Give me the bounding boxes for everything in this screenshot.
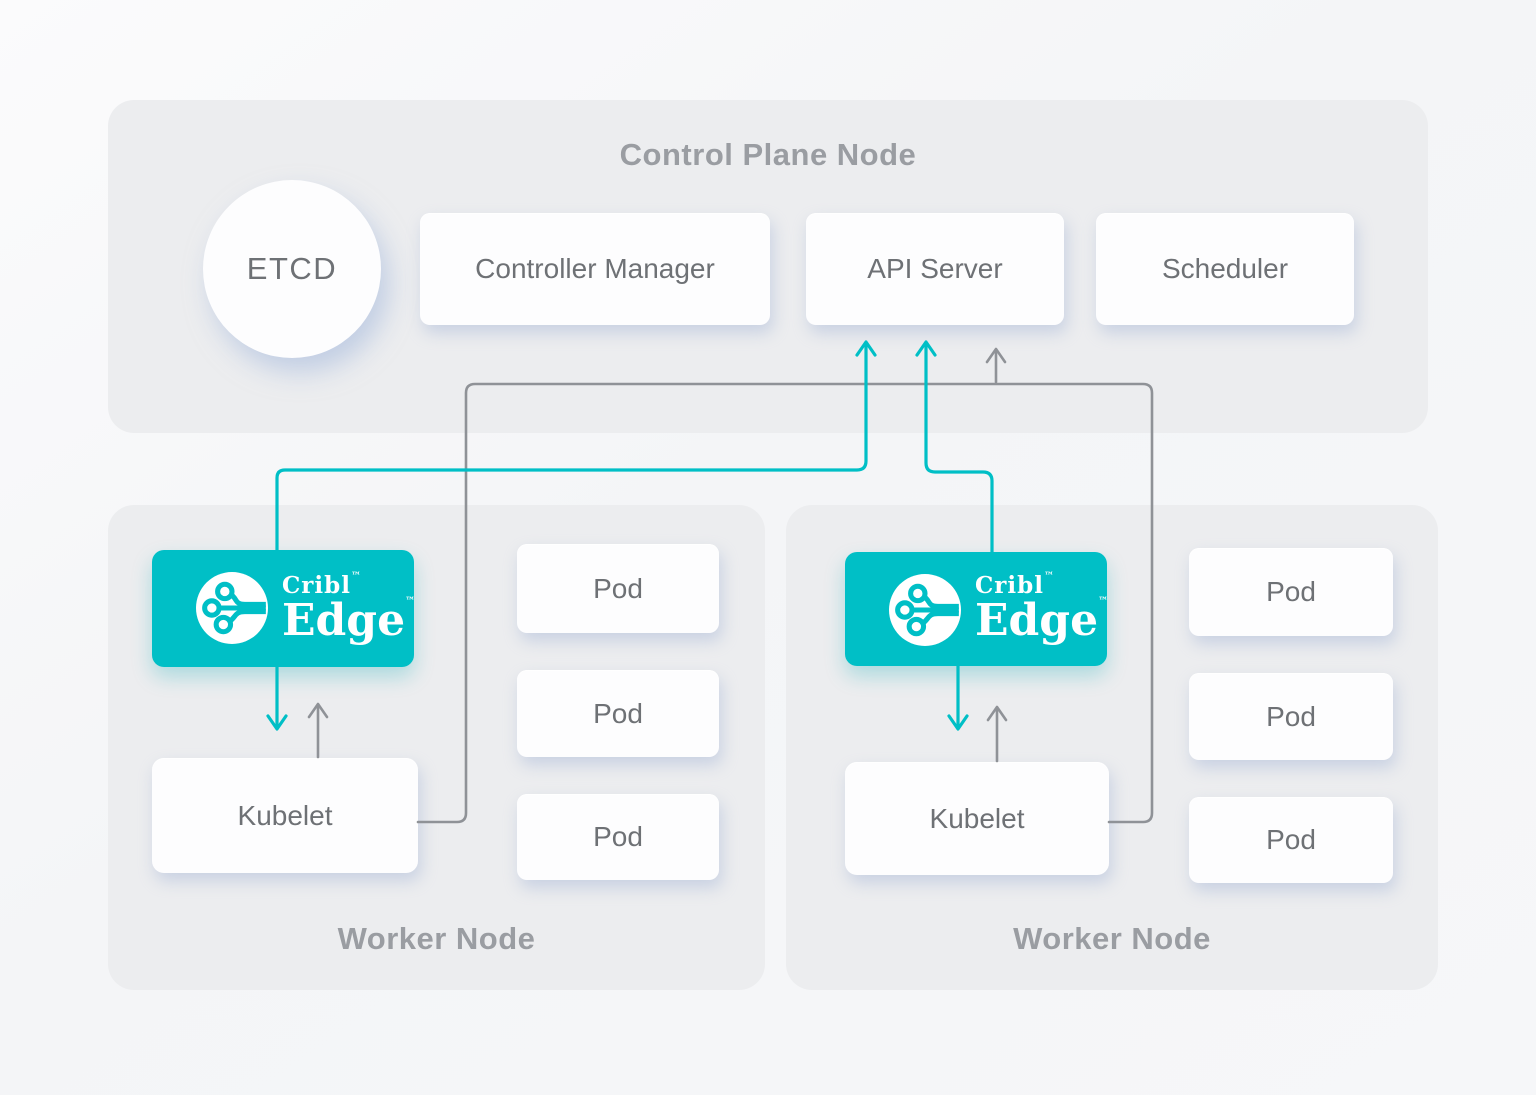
pod-label: Pod (1266, 576, 1316, 607)
cribl-edge-wordmark: Cribl™ Edge™ (282, 571, 416, 646)
kubelet-label: Kubelet (237, 799, 333, 831)
etcd-label: ETCD (246, 251, 338, 286)
pod-box: Pod (1189, 797, 1393, 883)
etcd-circle: ETCD (203, 180, 381, 358)
edge-product-trademark: ™ (1098, 596, 1109, 607)
controller-manager-box: Controller Manager (420, 213, 770, 325)
cribl-brand-trademark: ™ (350, 571, 362, 582)
cribl-edge-logo-icon (889, 574, 961, 646)
pod-label: Pod (593, 572, 643, 604)
cribl-edge-box-worker-1: Cribl™ Edge™ (152, 550, 416, 667)
api-server-label: API Server (867, 253, 1003, 284)
pod-box: Pod (1189, 548, 1393, 636)
pod-box: Pod (517, 544, 719, 633)
worker-node-2-title: Worker Node (1013, 921, 1211, 956)
pod-label: Pod (1266, 824, 1316, 855)
pod-label: Pod (1266, 700, 1316, 732)
cribl-brand-trademark: ™ (1043, 571, 1055, 582)
edge-product-text: Edge (975, 595, 1099, 646)
api-server-box: API Server (806, 213, 1064, 325)
kubelet-box-worker-2: Kubelet (845, 762, 1109, 875)
scheduler-label: Scheduler (1161, 253, 1289, 284)
pod-label: Pod (593, 821, 643, 852)
worker-node-1-title: Worker Node (337, 921, 536, 956)
pod-box: Pod (1189, 673, 1393, 760)
pod-box: Pod (517, 794, 719, 880)
control-plane-title: Control Plane Node (619, 137, 917, 172)
scheduler-box: Scheduler (1096, 213, 1354, 325)
edge-product-trademark: ™ (405, 596, 416, 607)
controller-manager-label: Controller Manager (475, 253, 715, 284)
pod-label: Pod (593, 697, 643, 729)
cribl-edge-logo-icon (196, 572, 268, 644)
kubelet-label: Kubelet (929, 802, 1025, 834)
kubelet-box-worker-1: Kubelet (152, 758, 418, 873)
cribl-edge-wordmark: Cribl™ Edge™ (975, 571, 1109, 646)
pod-box: Pod (517, 670, 719, 757)
cribl-edge-box-worker-2: Cribl™ Edge™ (845, 552, 1109, 666)
edge-product-text: Edge (282, 595, 406, 646)
cribl-brand-text: Cribl (282, 572, 351, 599)
